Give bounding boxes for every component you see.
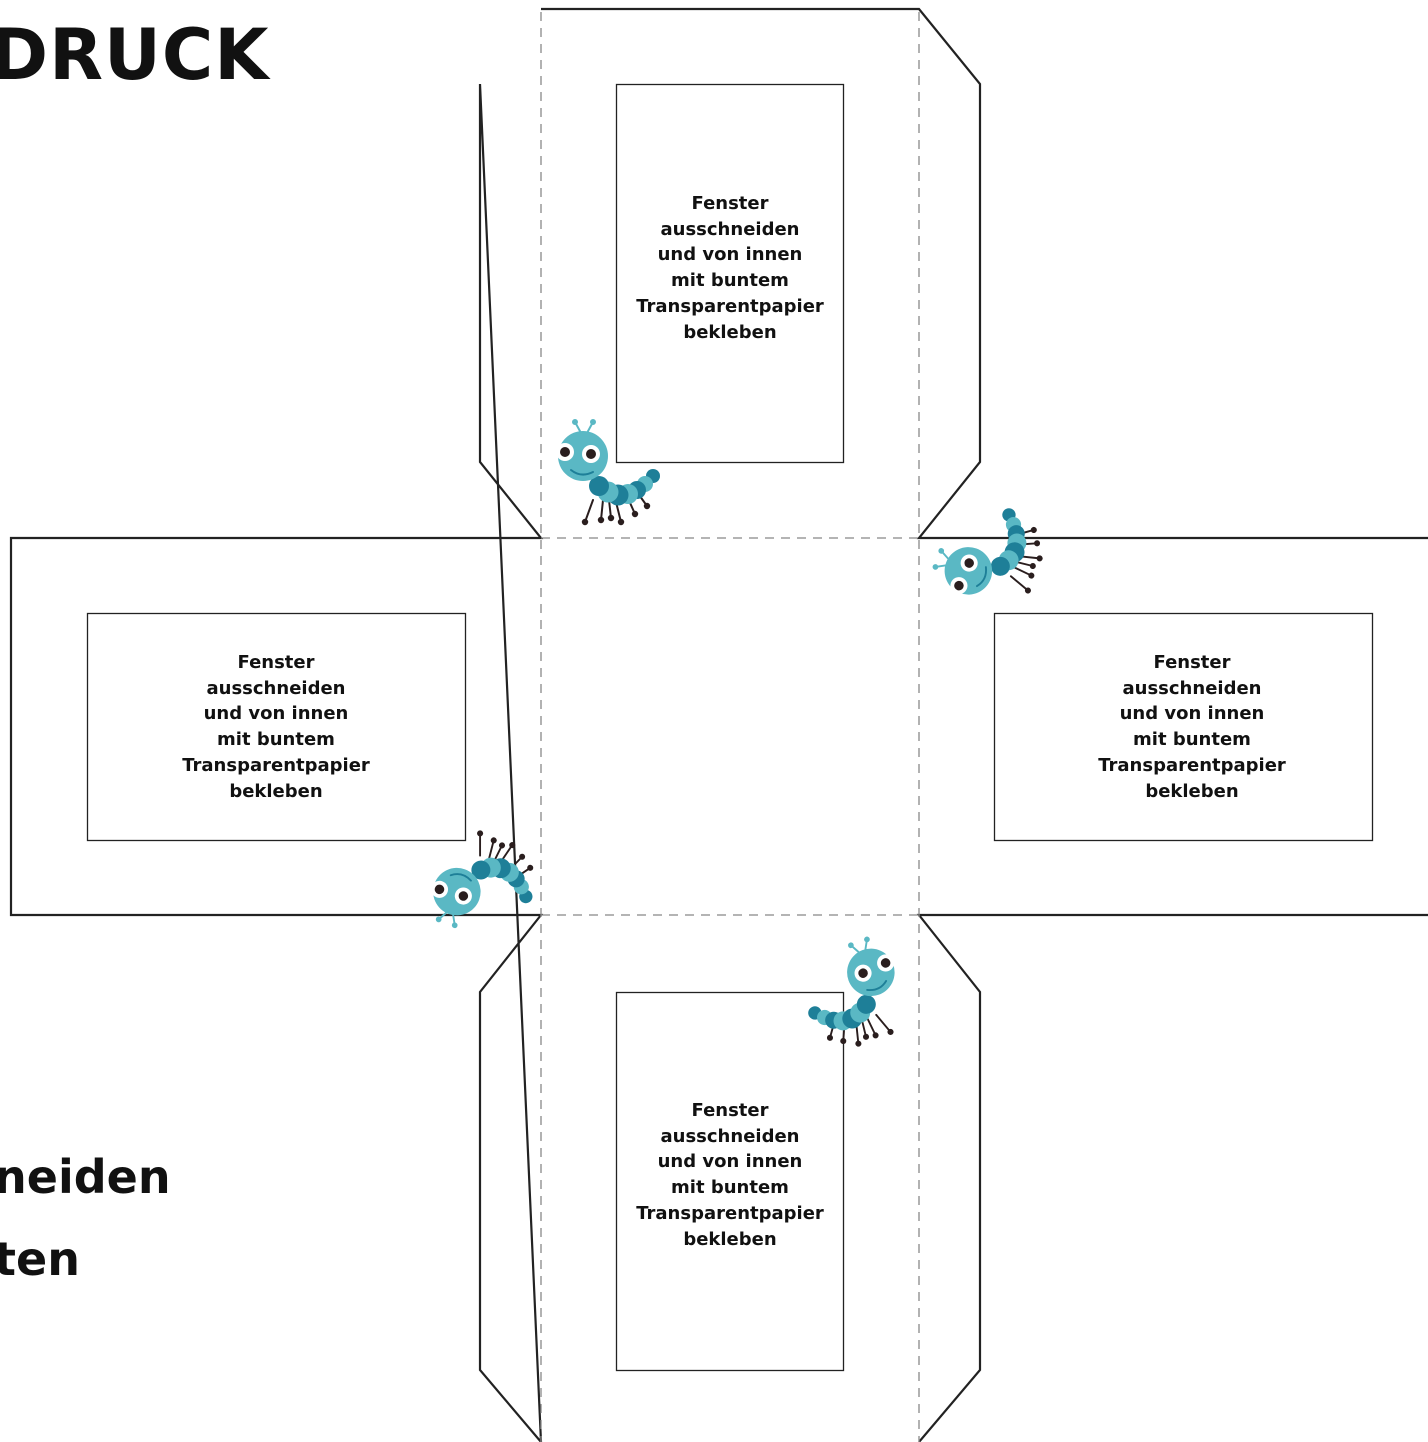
page-title: DRUCK — [0, 14, 270, 96]
instruction-line-1: neiden — [0, 1150, 171, 1204]
window-left — [86, 612, 467, 842]
window-bottom — [615, 991, 845, 1372]
window-frames — [86, 83, 1374, 1372]
caterpillar-icon — [555, 419, 661, 526]
window-top — [615, 83, 845, 464]
caterpillar-icon — [789, 930, 919, 1060]
fold-lines — [540, 12, 920, 1442]
window-label-left: Fenster ausschneiden und von innen mit b… — [182, 652, 370, 802]
window-label-right: Fenster ausschneiden und von innen mit b… — [1098, 652, 1286, 802]
window-right — [993, 612, 1374, 842]
window-label-bottom: Fenster ausschneiden und von innen mit b… — [636, 1100, 824, 1250]
window-label-top: Fenster ausschneiden und von innen mit b… — [636, 193, 824, 343]
caterpillar-icon — [926, 489, 1056, 619]
instruction-line-2: ten — [0, 1232, 80, 1286]
cut-outline — [9, 7, 1428, 1442]
